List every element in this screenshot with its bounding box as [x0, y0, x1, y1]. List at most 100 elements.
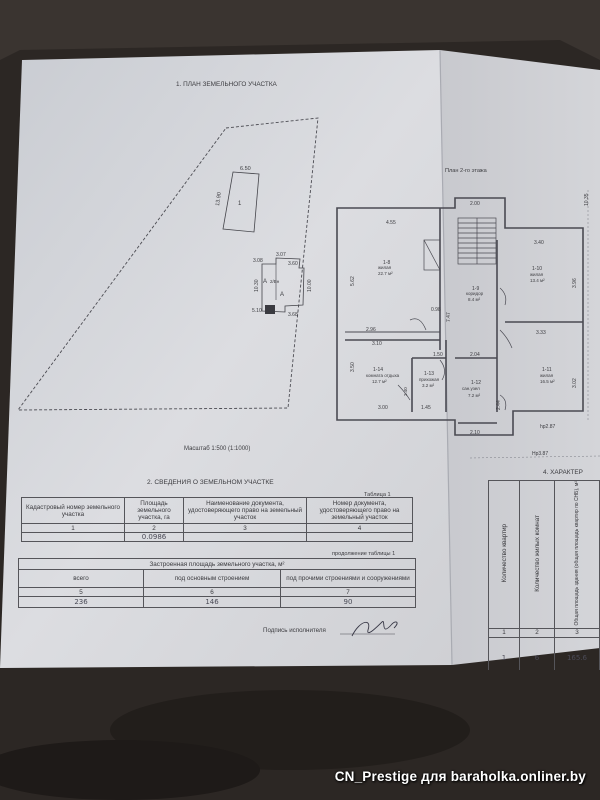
- dim-200: 2.00: [470, 201, 480, 207]
- dim-310: 3.10: [372, 341, 382, 347]
- shed-dim-top: 6.50: [240, 166, 251, 172]
- house-dim-b1: 5.10: [252, 308, 262, 314]
- room-1-12: 1-12 сан.узел 7.2 м²: [462, 380, 481, 398]
- house-dim-right: 10.00: [307, 279, 313, 292]
- dim-244: 2.44: [496, 400, 502, 410]
- t2-title: Застроенная площадь земельного участка, …: [18, 558, 416, 570]
- dim-350: 3.50: [350, 362, 356, 372]
- t1-val-3: [183, 532, 307, 542]
- t1-head-docnum: Номер документа, удостоверяющего право н…: [306, 497, 413, 524]
- t2-val-other: 90: [280, 596, 416, 608]
- room-1-13: 1-13 прихожая 3.2 м²: [419, 371, 440, 388]
- dim-150: 1.50: [433, 352, 443, 358]
- t4-num-1: 1: [488, 627, 520, 638]
- svg-text:1-10: 1-10: [532, 266, 542, 272]
- t1-head-area: Площадь земельного участка, га: [124, 497, 184, 524]
- t1-head-cadastral: Кадастровый номер земельного участка: [21, 497, 125, 524]
- svg-text:3.2 м²: 3.2 м²: [422, 383, 435, 388]
- svg-text:жилая: жилая: [530, 272, 544, 277]
- dim-204: 2.04: [470, 352, 480, 358]
- t1-num-2: 2: [124, 523, 184, 533]
- svg-text:7.2 м²: 7.2 м²: [468, 393, 481, 398]
- t4-head-area: Общая площадь здания (общая площадь квар…: [573, 481, 580, 626]
- dim-210: 2.10: [470, 430, 480, 436]
- dim-300: 3.00: [378, 405, 388, 411]
- dim-455: 4.55: [386, 220, 396, 226]
- svg-text:1-14: 1-14: [373, 367, 383, 373]
- t1-num-1: 1: [21, 523, 125, 533]
- t2-val-main: 146: [143, 596, 281, 608]
- dim-240: 2.40: [403, 387, 408, 396]
- house-dim-w2: 3.07: [276, 252, 286, 258]
- t4-num-2: 2: [519, 627, 555, 638]
- t4-head-apartments: Количество квартир: [500, 524, 508, 583]
- dim-098: 0.98: [431, 307, 441, 313]
- t1-head-docname: Наименование документа, удостоверяющего …: [183, 497, 307, 524]
- svg-text:прихожая: прихожая: [419, 377, 440, 382]
- t2-head-total: всего: [18, 569, 144, 588]
- svg-text:1-9: 1-9: [472, 286, 479, 292]
- room-1-14: 1-14 комната отдыха 12.7 м²: [366, 367, 400, 384]
- section4-title: 4. ХАРАКТЕР: [543, 469, 583, 476]
- table1: Кадастровый номер земельного участка Пло…: [21, 497, 413, 542]
- document-page: 1. ПЛАН ЗЕМЕЛЬНОГО УЧАСТКА 6.50 13.90 1 …: [0, 0, 600, 680]
- dim-145: 1.45: [421, 405, 431, 411]
- t4-head-rooms: Количество жилых комнат: [533, 514, 541, 592]
- svg-text:1-11: 1-11: [542, 367, 552, 373]
- land-plan-scale: Масштаб 1:500 (1:1000): [184, 446, 250, 452]
- t4-num-3: 3: [554, 627, 600, 638]
- svg-text:22.7 м²: 22.7 м²: [378, 271, 393, 276]
- svg-text:1-8: 1-8: [383, 260, 390, 266]
- t1-val-4: [306, 532, 413, 542]
- table4: Количество квартир Количество жилых комн…: [488, 480, 600, 680]
- land-plan-title: 1. ПЛАН ЗЕМЕЛЬНОГО УЧАСТКА: [176, 81, 278, 88]
- svg-text:сан.узел: сан.узел: [462, 386, 480, 391]
- house-label-a2: А: [280, 292, 284, 298]
- svg-text:12.7 м²: 12.7 м²: [372, 379, 387, 384]
- background-floor: [0, 670, 600, 800]
- room-1-10: 1-10 жилая 13.4 м²: [530, 266, 545, 283]
- dim-562: 5.62: [350, 276, 356, 286]
- house-dim-left: 10.30: [254, 279, 260, 292]
- table1-caption: Таблица 1: [364, 492, 391, 498]
- t2-num-5: 5: [18, 587, 144, 597]
- t1-val-2: 0.0986: [124, 532, 184, 542]
- shed-label: 1: [238, 201, 242, 207]
- room-1-8: 1-8 жилая 22.7 м²: [378, 260, 393, 276]
- svg-text:8.4 м²: 8.4 м²: [468, 297, 481, 302]
- dim-396: 3.96: [572, 278, 578, 288]
- t2-num-7: 7: [280, 587, 416, 597]
- dim-1035: 10.35: [584, 193, 590, 206]
- signature-label: Подпись исполнителя: [263, 627, 326, 634]
- t2-head-other: под прочими строениями и сооружениями: [280, 569, 416, 588]
- t1-num-4: 4: [306, 523, 413, 533]
- section2-title: 2. СВЕДЕНИЯ О ЗЕМЕЛЬНОМ УЧАСТКЕ: [147, 479, 274, 486]
- dim-302: 3.02: [572, 378, 578, 388]
- svg-text:1-13: 1-13: [424, 371, 434, 377]
- svg-text:жилая: жилая: [540, 373, 554, 378]
- house-dim-b2: 3.68: [288, 312, 298, 318]
- t2-val-total: 236: [18, 596, 144, 608]
- shed-dim-side: 13.90: [215, 192, 223, 206]
- table2: Застроенная площадь земельного участка, …: [18, 558, 416, 608]
- dim-747: 7.47: [446, 312, 452, 322]
- svg-text:16.5 м²: 16.5 м²: [540, 379, 555, 384]
- height-hp287: hp2.87: [540, 424, 556, 430]
- dim-340: 3.40: [534, 240, 544, 246]
- svg-text:1-12: 1-12: [471, 380, 481, 386]
- svg-text:комната отдыха: комната отдыха: [366, 373, 400, 378]
- dim-296: 2.96: [366, 327, 376, 333]
- house-label-a: А: [263, 279, 267, 285]
- dim-333: 3.33: [536, 330, 546, 336]
- t2-num-6: 6: [143, 587, 281, 597]
- table2-caption: продолжение таблицы 1: [332, 551, 395, 557]
- t1-val-1: [21, 532, 125, 542]
- t2-head-main: под основным строением: [143, 569, 281, 588]
- watermark-text: CN_Prestige для baraholka.onliner.by: [334, 769, 586, 784]
- house-dim-w1: 3.08: [253, 258, 263, 264]
- svg-text:жилая: жилая: [378, 265, 392, 270]
- svg-text:коридор: коридор: [466, 291, 484, 296]
- room-1-11: 1-11 жилая 16.5 м²: [540, 367, 555, 384]
- svg-text:13.4 м²: 13.4 м²: [530, 278, 545, 283]
- height-hp387: Нр3.87: [532, 451, 548, 457]
